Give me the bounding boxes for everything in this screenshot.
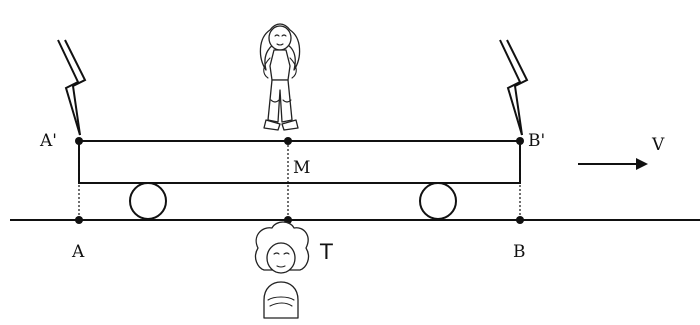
velocity-arrow <box>578 158 648 170</box>
point-b <box>516 216 524 224</box>
girl-standing-figure <box>259 23 301 131</box>
label-a: A <box>71 242 85 262</box>
lightning-bolt-icon <box>499 39 529 136</box>
girl-portrait-figure <box>254 221 310 319</box>
label-b: B <box>513 242 526 262</box>
wheel-left <box>129 182 167 220</box>
label-t: T <box>319 240 333 264</box>
lightning-bolt-icon <box>57 39 87 136</box>
label-v: V <box>651 135 665 155</box>
label-a-prime: A' <box>39 131 57 151</box>
point-a <box>75 216 83 224</box>
label-b-prime: B' <box>528 131 545 151</box>
label-m: M <box>293 158 310 178</box>
point-m <box>284 137 292 145</box>
point-b-prime <box>516 137 524 145</box>
point-a-prime <box>75 137 83 145</box>
wheel-right <box>419 182 457 220</box>
